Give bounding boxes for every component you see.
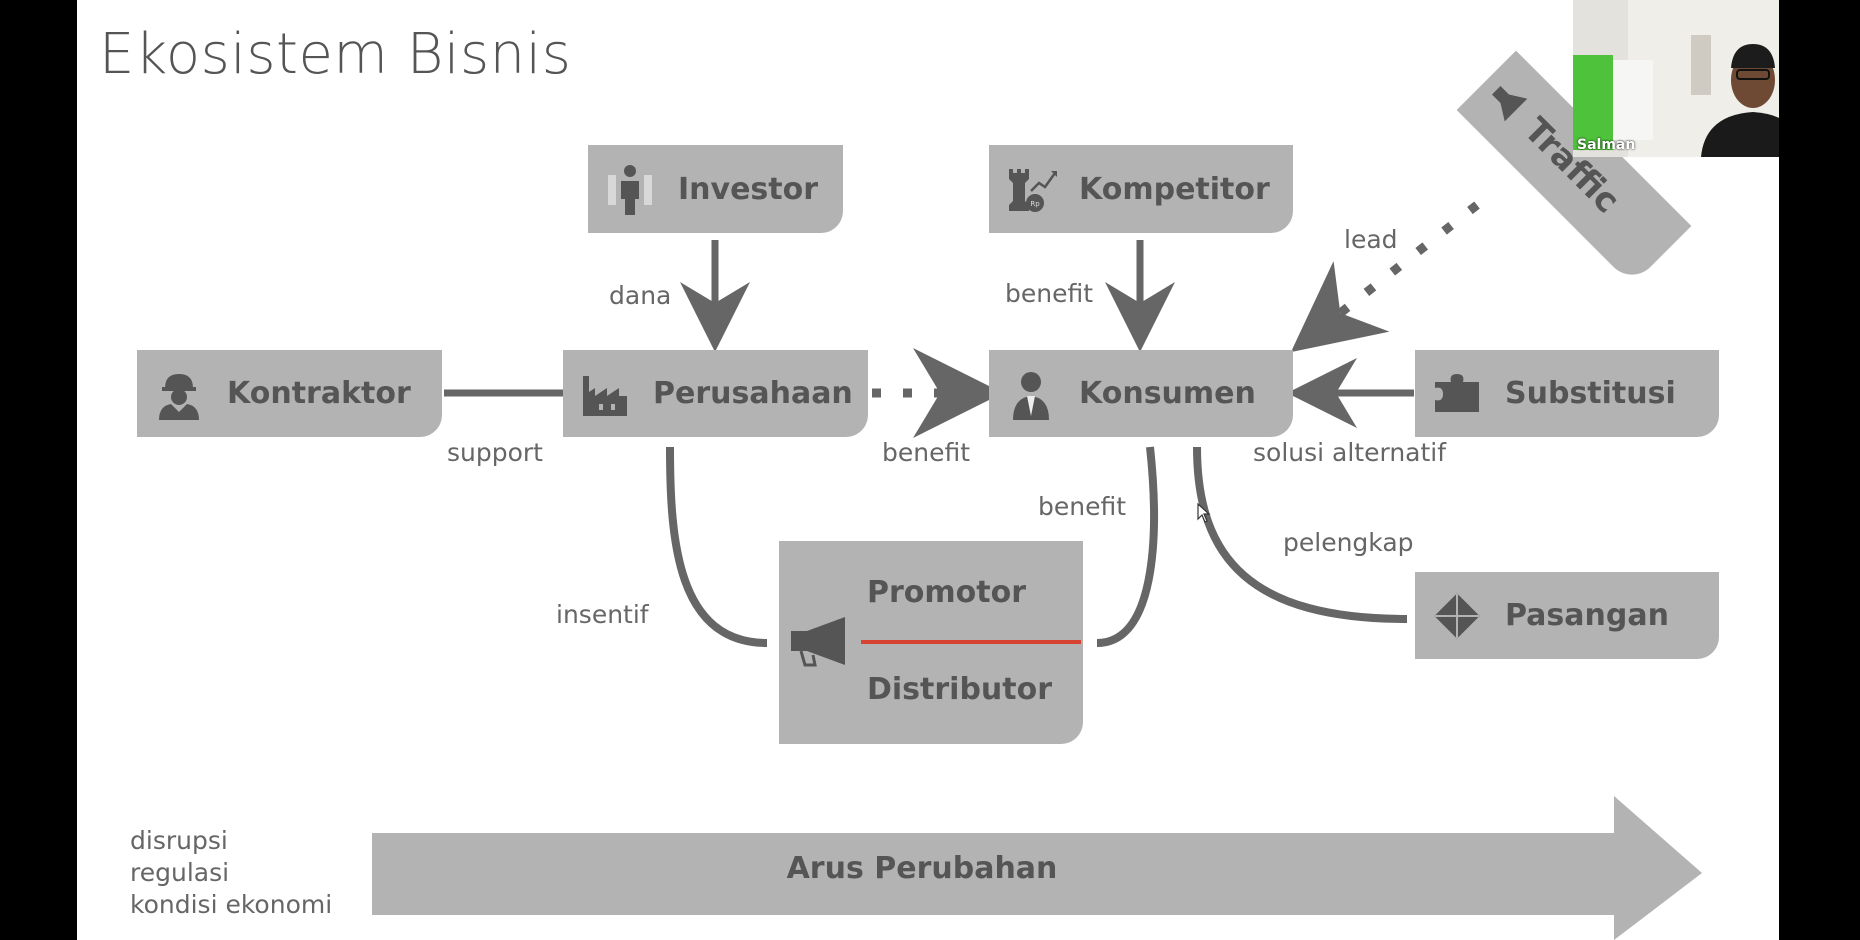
edge-label-benefit-perusahaan: benefit [882, 438, 971, 467]
edge-label-support: support [447, 438, 543, 467]
node-traffic: Traffic [1456, 50, 1692, 286]
svg-text:Rp: Rp [1030, 200, 1040, 208]
node-promotor-label: Promotor [867, 575, 1027, 610]
participant-name: Salman [1577, 137, 1636, 153]
slide-title: Ekosistem Bisnis [99, 22, 572, 87]
person-icon [1013, 371, 1049, 420]
slide: Ekosistem Bisnis [77, 0, 1779, 940]
node-substitusi: Substitusi [1415, 350, 1719, 437]
puzzle-piece-icon [1435, 373, 1479, 412]
node-pasangan: Pasangan [1415, 572, 1719, 659]
divider-line [861, 640, 1081, 644]
chess-rook-growth-icon: Rp [1009, 169, 1057, 212]
edge-label-pelengkap: pelengkap [1283, 528, 1414, 557]
participant-video [1573, 0, 1779, 157]
node-substitusi-label: Substitusi [1505, 376, 1676, 411]
change-factor-kondisi-ekonomi: kondisi ekonomi [130, 890, 333, 919]
node-kontraktor-label: Kontraktor [227, 376, 411, 411]
curve-konsumen-promotor [1096, 446, 1158, 647]
node-kompetitor-label: Kompetitor [1079, 171, 1270, 207]
node-perusahaan-label: Perusahaan [653, 376, 853, 411]
arus-perubahan-arrow [372, 796, 1702, 940]
businessman-icon [608, 165, 652, 215]
node-investor: Investor [588, 145, 843, 233]
node-pasangan-label: Pasangan [1505, 598, 1669, 633]
change-factor-regulasi: regulasi [130, 858, 230, 887]
worker-helmet-icon [159, 373, 199, 420]
mouse-cursor-icon [1197, 503, 1211, 523]
puzzle-pieces-icon [1434, 592, 1480, 639]
node-investor-label: Investor [678, 171, 819, 207]
curve-perusahaan-promotor [666, 446, 768, 647]
edge-label-insentif: insentif [556, 600, 649, 629]
arus-perubahan-label: Arus Perubahan [786, 851, 1058, 886]
node-perusahaan: Perusahaan [563, 350, 868, 437]
edge-label-solusi-alternatif: solusi alternatif [1253, 438, 1447, 467]
edge-label-dana: dana [609, 281, 672, 310]
curve-konsumen-pasangan [1193, 446, 1408, 623]
node-kompetitor: Rp Kompetitor [989, 145, 1293, 233]
node-konsumen: Konsumen [989, 350, 1293, 437]
arrow-traffic-konsumen [1290, 201, 1480, 353]
megaphone-icon [1491, 85, 1528, 122]
change-factor-disrupsi: disrupsi [130, 826, 228, 855]
video-thumbnail[interactable]: Salman [1573, 0, 1779, 157]
factory-icon [583, 375, 627, 416]
edge-label-lead: lead [1344, 225, 1398, 254]
node-distributor-label: Distributor [867, 672, 1053, 707]
edge-label-benefit-kompetitor: benefit [1005, 279, 1094, 308]
node-konsumen-label: Konsumen [1079, 376, 1256, 411]
edge-label-benefit-promotor: benefit [1038, 492, 1127, 521]
node-promotor-distributor: Promotor Distributor [779, 541, 1083, 744]
node-kontraktor: Kontraktor [137, 350, 442, 437]
diagram-connectors [372, 201, 1702, 940]
megaphone-icon [791, 617, 845, 667]
